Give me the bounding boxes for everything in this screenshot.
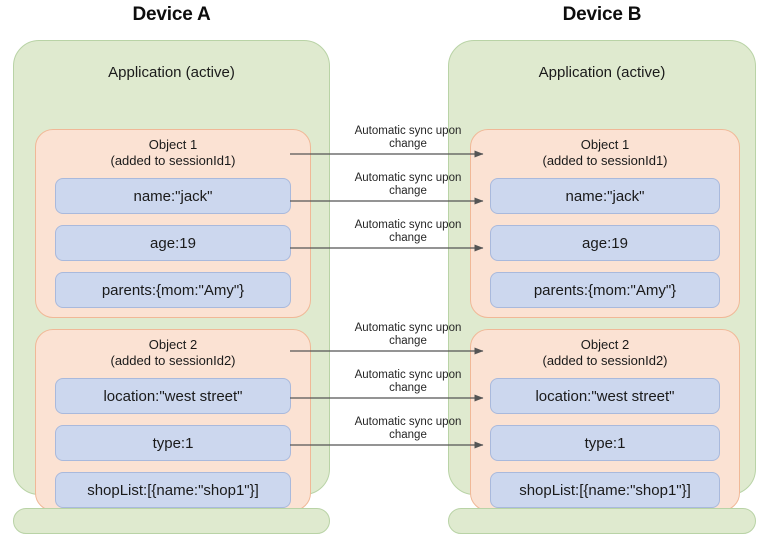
sync-label-line-1: Automatic sync upon — [354, 369, 462, 381]
property-row: age:19 — [55, 225, 291, 261]
device-a-object-1-properties: name:"jack" age:19 parents:{mom:"Amy"} — [55, 178, 291, 308]
object-title-main: Object 1 — [580, 137, 630, 152]
property-row: shopList:[{name:"shop1"}] — [490, 472, 720, 508]
sync-label-line-2: change — [389, 335, 427, 347]
device-b-object-1: Object 1 (added to sessionId1) name:"jac… — [470, 129, 740, 318]
object-title-main: Object 2 — [580, 337, 630, 352]
sync-label-line-2: change — [389, 429, 427, 441]
sync-arrow-label-5: Automatic sync upon change — [334, 369, 482, 395]
sync-arrow-label-3: Automatic sync upon change — [334, 219, 482, 245]
object-title-main: Object 1 — [148, 137, 198, 152]
device-b-object-2-properties: location:"west street" type:1 shopList:[… — [490, 378, 720, 508]
sync-label-line-2: change — [389, 232, 427, 244]
property-row: type:1 — [490, 425, 720, 461]
next-application-box-partial-right — [448, 508, 756, 534]
property-row: age:19 — [490, 225, 720, 261]
device-a-object-1: Object 1 (added to sessionId1) name:"jac… — [35, 129, 311, 318]
sync-arrow-label-4: Automatic sync upon change — [334, 322, 482, 348]
sync-label-line-2: change — [389, 185, 427, 197]
device-b-object-1-title: Object 1 (added to sessionId1) — [471, 137, 739, 169]
sync-label-line-1: Automatic sync upon — [354, 125, 462, 137]
device-b-title: Device B — [562, 4, 642, 25]
device-a-object-2-title: Object 2 (added to sessionId2) — [36, 337, 310, 369]
sync-label-line-2: change — [389, 382, 427, 394]
device-a-title: Device A — [132, 4, 211, 25]
object-title-subtitle: (added to sessionId1) — [110, 153, 236, 168]
device-b-object-2: Object 2 (added to sessionId2) location:… — [470, 329, 740, 511]
object-title-main: Object 2 — [148, 337, 198, 352]
sync-arrow-label-2: Automatic sync upon change — [334, 172, 482, 198]
property-row: parents:{mom:"Amy"} — [490, 272, 720, 308]
sync-label-line-1: Automatic sync upon — [354, 219, 462, 231]
property-row: parents:{mom:"Amy"} — [55, 272, 291, 308]
device-a-object-1-title: Object 1 (added to sessionId1) — [36, 137, 310, 169]
sync-arrow-label-6: Automatic sync upon change — [334, 416, 482, 442]
sync-label-line-2: change — [389, 138, 427, 150]
device-b-object-1-properties: name:"jack" age:19 parents:{mom:"Amy"} — [490, 178, 720, 308]
property-row: location:"west street" — [490, 378, 720, 414]
device-a-object-2: Object 2 (added to sessionId2) location:… — [35, 329, 311, 511]
sync-label-line-1: Automatic sync upon — [354, 322, 462, 334]
next-application-box-partial-left — [13, 508, 330, 534]
object-title-subtitle: (added to sessionId2) — [542, 353, 668, 368]
property-row: name:"jack" — [490, 178, 720, 214]
sync-label-line-1: Automatic sync upon — [354, 416, 462, 428]
sync-label-line-1: Automatic sync upon — [354, 172, 462, 184]
sync-diagram: Device A Device B Application (active) O… — [13, 4, 756, 534]
device-b-object-2-title: Object 2 (added to sessionId2) — [471, 337, 739, 369]
property-row: type:1 — [55, 425, 291, 461]
property-row: location:"west street" — [55, 378, 291, 414]
device-a-object-2-properties: location:"west street" type:1 shopList:[… — [55, 378, 291, 508]
object-title-subtitle: (added to sessionId1) — [542, 153, 668, 168]
object-title-subtitle: (added to sessionId2) — [110, 353, 236, 368]
device-a-application-box: Application (active) Object 1 (added to … — [13, 40, 330, 511]
device-b-application-label: Application (active) — [538, 64, 666, 81]
property-row: shopList:[{name:"shop1"}] — [55, 472, 291, 508]
device-b-application-box: Application (active) Object 1 (added to … — [448, 40, 756, 511]
device-a-application-label: Application (active) — [108, 64, 235, 81]
sync-arrow-label-1: Automatic sync upon change — [334, 125, 482, 151]
property-row: name:"jack" — [55, 178, 291, 214]
